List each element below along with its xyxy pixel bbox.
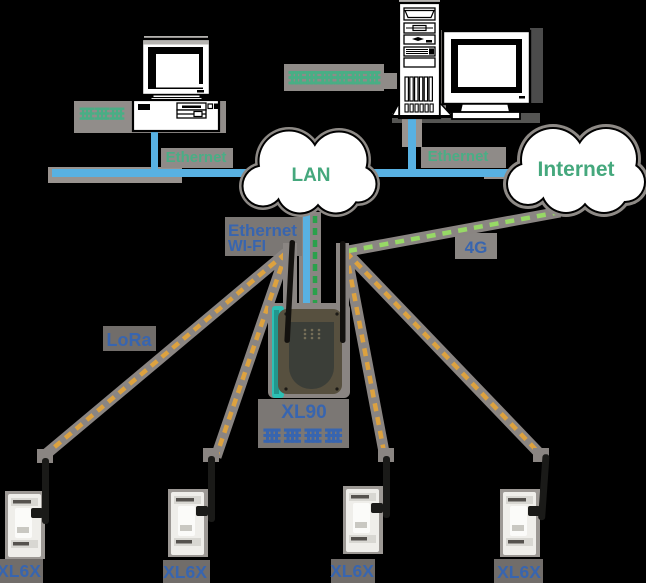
svg-text:LoRa: LoRa bbox=[107, 330, 153, 350]
svg-text:XL6X: XL6X bbox=[497, 562, 541, 582]
svg-text:WI-FI: WI-FI bbox=[228, 238, 266, 255]
svg-text:LAN: LAN bbox=[291, 165, 330, 186]
svg-text:XL6X: XL6X bbox=[0, 561, 41, 581]
svg-text:4G: 4G bbox=[465, 238, 488, 257]
svg-text:Internet: Internet bbox=[537, 158, 614, 181]
svg-text:XL6X: XL6X bbox=[163, 562, 207, 582]
svg-text:Ethernet: Ethernet bbox=[166, 149, 227, 166]
svg-text:Ethernet: Ethernet bbox=[428, 148, 489, 165]
svg-text:Ethernet: Ethernet bbox=[228, 221, 297, 240]
svg-text:XL6X: XL6X bbox=[330, 561, 374, 581]
svg-text:XL90: XL90 bbox=[281, 402, 326, 423]
